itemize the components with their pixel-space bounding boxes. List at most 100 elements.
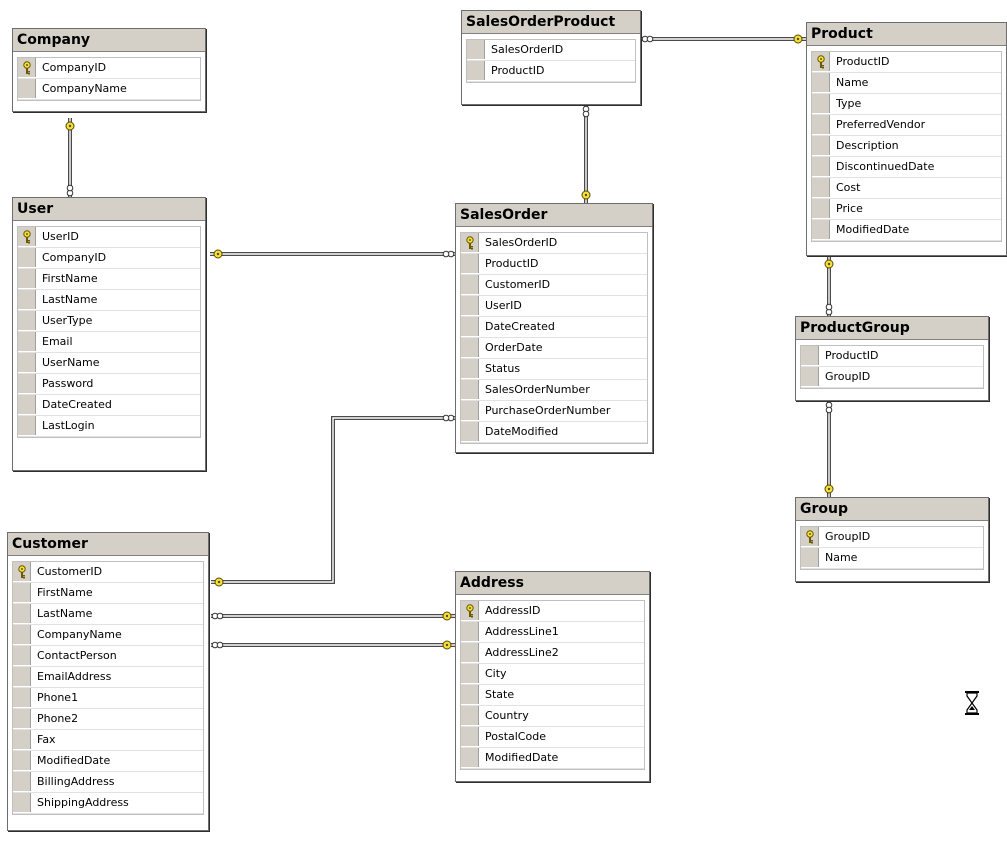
column-row[interactable]: ProductID — [812, 52, 1001, 73]
column-row[interactable]: ModifiedDate — [812, 220, 1001, 241]
row-selector[interactable] — [461, 748, 479, 767]
row-selector[interactable] — [467, 61, 485, 80]
key-icon[interactable] — [812, 52, 830, 71]
column-row[interactable]: CompanyName — [13, 625, 203, 646]
column-row[interactable]: UserID — [18, 227, 200, 248]
row-selector[interactable] — [13, 772, 31, 791]
column-row[interactable]: UserName — [18, 353, 200, 374]
row-selector[interactable] — [467, 40, 485, 59]
row-selector[interactable] — [461, 296, 479, 315]
row-selector[interactable] — [13, 583, 31, 602]
relationship-customer-address-1[interactable] — [211, 611, 455, 621]
column-row[interactable]: UserID — [461, 296, 647, 317]
row-selector[interactable] — [812, 73, 830, 92]
column-row[interactable]: DateModified — [461, 422, 647, 443]
row-selector[interactable] — [13, 625, 31, 644]
column-row[interactable]: GroupID — [801, 527, 983, 548]
table-title[interactable]: Product — [807, 23, 1006, 46]
column-row[interactable]: ModifiedDate — [461, 748, 644, 769]
column-row[interactable]: AddressID — [461, 601, 644, 622]
row-selector[interactable] — [812, 157, 830, 176]
row-selector[interactable] — [461, 401, 479, 420]
table-title[interactable]: Customer — [8, 533, 208, 556]
column-row[interactable]: PostalCode — [461, 727, 644, 748]
column-row[interactable]: PurchaseOrderNumber — [461, 401, 647, 422]
key-icon[interactable] — [13, 562, 31, 581]
row-selector[interactable] — [18, 248, 36, 267]
column-row[interactable]: DateCreated — [461, 317, 647, 338]
row-selector[interactable] — [13, 751, 31, 770]
column-row[interactable]: DiscontinuedDate — [812, 157, 1001, 178]
row-selector[interactable] — [461, 338, 479, 357]
column-row[interactable]: Email — [18, 332, 200, 353]
row-selector[interactable] — [812, 136, 830, 155]
column-row[interactable]: Name — [812, 73, 1001, 94]
row-selector[interactable] — [18, 311, 36, 330]
row-selector[interactable] — [812, 178, 830, 197]
relationship-company-user[interactable] — [65, 118, 75, 197]
column-row[interactable]: Phone1 — [13, 688, 203, 709]
row-selector[interactable] — [461, 275, 479, 294]
column-row[interactable]: Phone2 — [13, 709, 203, 730]
table-title[interactable]: SalesOrderProduct — [462, 11, 640, 34]
table-title[interactable]: User — [13, 198, 205, 221]
column-row[interactable]: ProductID — [801, 346, 983, 367]
relationship-product-productgroup[interactable] — [824, 256, 834, 316]
column-row[interactable]: EmailAddress — [13, 667, 203, 688]
row-selector[interactable] — [13, 709, 31, 728]
key-icon[interactable] — [801, 527, 819, 546]
row-selector[interactable] — [18, 374, 36, 393]
table-title[interactable]: ProductGroup — [796, 317, 988, 340]
column-row[interactable]: CustomerID — [461, 275, 647, 296]
column-row[interactable]: LastName — [18, 290, 200, 311]
column-row[interactable]: Password — [18, 374, 200, 395]
column-row[interactable]: CompanyName — [18, 79, 200, 100]
row-selector[interactable] — [461, 706, 479, 725]
row-selector[interactable] — [18, 395, 36, 414]
table-title[interactable]: Group — [796, 498, 988, 521]
column-row[interactable]: AddressLine2 — [461, 643, 644, 664]
relationship-user-salesorder[interactable] — [210, 249, 455, 259]
row-selector[interactable] — [13, 730, 31, 749]
column-row[interactable]: Fax — [13, 730, 203, 751]
column-row[interactable]: Name — [801, 548, 983, 569]
column-row[interactable]: OrderDate — [461, 338, 647, 359]
row-selector[interactable] — [812, 94, 830, 113]
column-row[interactable]: Description — [812, 136, 1001, 157]
row-selector[interactable] — [461, 422, 479, 441]
row-selector[interactable] — [812, 220, 830, 239]
column-row[interactable]: SalesOrderID — [461, 233, 647, 254]
column-row[interactable]: Status — [461, 359, 647, 380]
row-selector[interactable] — [18, 353, 36, 372]
row-selector[interactable] — [461, 685, 479, 704]
relationship-productgroup-group[interactable] — [824, 401, 834, 497]
row-selector[interactable] — [13, 646, 31, 665]
row-selector[interactable] — [13, 793, 31, 812]
column-row[interactable]: CustomerID — [13, 562, 203, 583]
column-row[interactable]: BillingAddress — [13, 772, 203, 793]
column-row[interactable]: LastName — [13, 604, 203, 625]
column-row[interactable]: SalesOrderNumber — [461, 380, 647, 401]
column-row[interactable]: Cost — [812, 178, 1001, 199]
column-row[interactable]: CompanyID — [18, 58, 200, 79]
column-row[interactable]: LastLogin — [18, 416, 200, 437]
relationship-customer-address-2[interactable] — [211, 640, 455, 650]
column-row[interactable]: ProductID — [461, 254, 647, 275]
column-row[interactable]: Country — [461, 706, 644, 727]
relationship-customer-salesorder[interactable] — [211, 414, 455, 587]
column-row[interactable]: ContactPerson — [13, 646, 203, 667]
column-row[interactable]: GroupID — [801, 367, 983, 388]
row-selector[interactable] — [801, 548, 819, 567]
column-row[interactable]: DateCreated — [18, 395, 200, 416]
column-row[interactable]: ProductID — [467, 61, 635, 82]
table-title[interactable]: Address — [456, 572, 649, 595]
row-selector[interactable] — [18, 416, 36, 435]
row-selector[interactable] — [812, 115, 830, 134]
relationship-salesorderproduct-salesorder[interactable] — [581, 105, 591, 203]
